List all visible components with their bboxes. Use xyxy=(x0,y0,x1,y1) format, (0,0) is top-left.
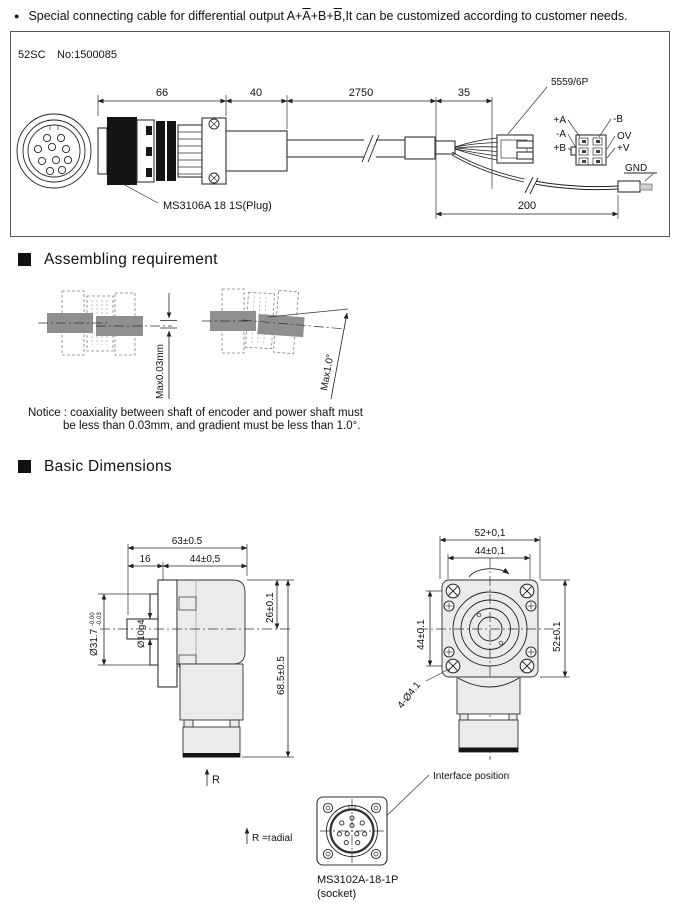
pinout-leaders xyxy=(567,118,616,158)
dim-pilot-dia: Ø31.7 -0.00 -0.03 xyxy=(89,611,103,655)
pin-contacts xyxy=(582,139,600,163)
cable-assembly-diagram: 52SC No:1500085 xyxy=(10,30,670,237)
plug-pins xyxy=(33,133,73,175)
assembling-requirement-header: Assembling requirement xyxy=(18,251,680,269)
radial-note-label: R =radial xyxy=(252,833,292,844)
dim-16: 16 xyxy=(139,554,151,565)
dim-68-5: 68.5±0.5 xyxy=(276,655,287,694)
wire-label-plus-b: +B xyxy=(553,143,566,154)
wire-label-minus-b: -B xyxy=(613,114,623,125)
encoder-side-view: 63±0.5 16 44±0,5 26±0.1 68.5±0.5 Ø10g4 Ø… xyxy=(89,536,294,786)
interface-position-label: Interface position xyxy=(433,771,509,782)
plug-model-label: MS3106A 18 1S(Plug) xyxy=(163,200,272,212)
connector-6p: 5559/6P xyxy=(496,77,589,164)
dim-mount-holes: 4-Ø4.1 xyxy=(396,679,424,710)
coupling-axial-offset: Max0.03mm xyxy=(38,290,177,399)
plug-side-view xyxy=(97,116,288,185)
dim-44-top: 44±0,1 xyxy=(475,546,506,557)
serial-label: No:1500085 xyxy=(57,49,117,61)
rotation-arrow xyxy=(468,567,510,578)
plug-model-callout: MS3106A 18 1S(Plug) xyxy=(120,182,272,212)
wire-label-ov: OV xyxy=(617,131,632,142)
dim-shaft-dia: Ø10g4 xyxy=(136,619,147,648)
notice-line-1: Notice : coaxiality between shaft of enc… xyxy=(28,406,363,419)
dim-200: 200 xyxy=(518,200,536,212)
pilot-dia-value: Ø31.7 xyxy=(89,628,100,656)
top-note-row: ● Special connecting cable for different… xyxy=(0,0,680,25)
encoder-front-view: 52+0,1 44±0,1 xyxy=(396,528,570,760)
pilot-tol-upper: -0.00 xyxy=(90,611,96,625)
dim-2750: 2750 xyxy=(349,87,373,99)
dim-66: 66 xyxy=(156,87,168,99)
coupling-angular-offset: Max1.0° xyxy=(202,288,349,399)
gnd-label: GND xyxy=(625,163,647,174)
dim-35: 35 xyxy=(458,87,470,99)
inner-screws xyxy=(443,600,537,658)
section-square-icon xyxy=(18,460,31,474)
model-label: 52SC xyxy=(18,49,46,61)
dim-52-top: 52+0,1 xyxy=(475,528,506,539)
notice-line-2: be less than 0.03mm, and gradient must b… xyxy=(63,420,361,433)
dim-44-body: 44±0,5 xyxy=(190,554,221,565)
dim-40: 40 xyxy=(250,87,262,99)
diagram-frame xyxy=(10,30,670,237)
radial-r-label: R xyxy=(212,774,220,786)
socket-model-label: MS3102A-18-1P xyxy=(317,874,398,886)
bullet-icon: ● xyxy=(14,11,20,21)
wire-label-plus-a: +A xyxy=(553,115,566,126)
pinout-diagram: +A -A +B -B OV +V xyxy=(553,114,632,166)
dim-26: 26±0.1 xyxy=(265,592,276,623)
socket-face-view: R =radial MS3102A-18-1P (socket) xyxy=(244,796,398,900)
gnd-wire: GND xyxy=(451,151,657,194)
dim-63: 63±0.5 xyxy=(172,536,203,547)
socket-sub-label: (socket) xyxy=(317,888,356,900)
pin-cells xyxy=(578,137,603,165)
assembling-diagram: Max0.03mm Max1.0° xyxy=(38,288,349,399)
dim-44-left: 44±0.1 xyxy=(416,619,427,650)
thread-lines xyxy=(178,131,202,174)
corner-screws xyxy=(445,583,535,674)
wire-fanout xyxy=(454,137,498,161)
wire-label-plus-v: +V xyxy=(617,143,630,154)
cable-dimensions: 66 40 2750 35 200 xyxy=(97,87,619,219)
plug-face-view xyxy=(16,113,92,189)
socket-corner-holes xyxy=(322,802,382,859)
top-note-text: Special connecting cable for differentia… xyxy=(28,9,628,23)
interface-position-callout: Interface position xyxy=(370,771,509,831)
assembling-notice: Notice : coaxiality between shaft of enc… xyxy=(28,407,680,434)
wire-label-minus-a: -A xyxy=(556,129,566,140)
dim-52-right: 52±0.1 xyxy=(552,621,563,652)
max-offset-label: Max0.03mm xyxy=(155,344,166,399)
cable-run xyxy=(286,134,456,162)
basic-dimensions-header: Basic Dimensions xyxy=(18,458,680,476)
connector-type-label: 5559/6P xyxy=(551,77,589,88)
assembling-requirement-title: Assembling requirement xyxy=(44,250,218,268)
extension-lines xyxy=(97,94,619,219)
basic-dimensions-title: Basic Dimensions xyxy=(44,457,172,475)
pilot-tol-lower: -0.03 xyxy=(97,611,103,625)
basic-dimensions-diagram: 63±0.5 16 44±0,5 26±0.1 68.5±0.5 Ø10g4 Ø… xyxy=(89,528,570,900)
section-square-icon xyxy=(18,253,31,267)
